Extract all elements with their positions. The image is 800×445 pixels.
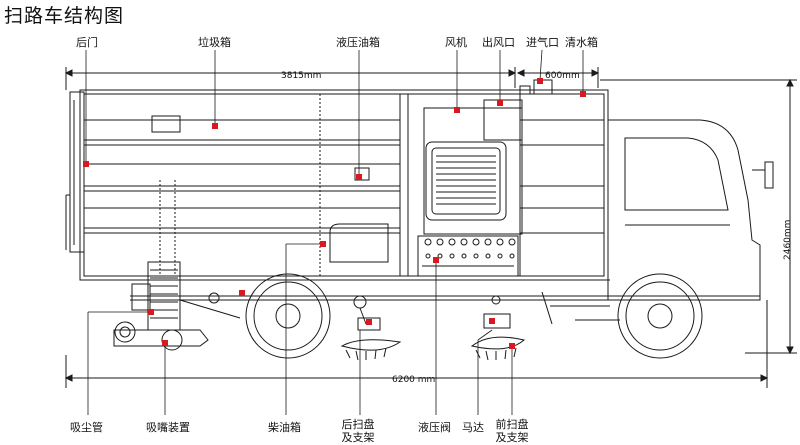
label-hydraulic-oil-tank: 液压油箱	[336, 36, 380, 49]
cab	[607, 119, 774, 301]
label-dust-suction-pipe: 吸尘管	[70, 421, 103, 434]
dimension-inlet-width: 600mm	[543, 71, 582, 81]
marker-air-outlet	[497, 100, 503, 106]
label-rear-brush-line1: 后扫盘	[341, 418, 375, 431]
label-rear-door: 后门	[76, 36, 98, 49]
marker-dust-suction-pipe	[148, 309, 154, 315]
label-front-brush-line1: 前扫盘	[495, 418, 529, 431]
label-clean-water-tank: 清水箱	[565, 36, 598, 49]
leader-lines	[85, 49, 584, 415]
label-air-inlet: 进气口	[526, 36, 559, 49]
label-diesel-tank: 柴油箱	[268, 421, 301, 434]
red-markers	[83, 78, 586, 349]
body-box	[65, 89, 609, 281]
front-brush-assembly	[470, 291, 553, 361]
label-motor: 马达	[462, 421, 484, 434]
marker-extra-1	[239, 290, 245, 296]
label-hydraulic-valve: 液压阀	[418, 421, 451, 434]
marker-hydraulic-oil-tank	[356, 174, 362, 180]
marker-garbage-box	[212, 123, 218, 129]
marker-rear-brush	[366, 319, 372, 325]
marker-motor	[489, 318, 495, 324]
marker-front-brush	[509, 343, 515, 349]
label-garbage-box: 垃圾箱	[198, 36, 231, 49]
chassis	[130, 279, 760, 321]
rear-wheel	[245, 273, 331, 359]
marker-clean-water-tank	[580, 91, 586, 97]
dimension-body-length: 3815mm	[279, 71, 324, 81]
label-front-brush-line2: 及支架	[495, 431, 529, 444]
marker-diesel-tank	[320, 241, 326, 247]
label-fan: 风机	[445, 36, 467, 49]
rear-brush-assembly	[340, 295, 402, 361]
valve-bank	[417, 235, 519, 277]
marker-fan	[454, 107, 460, 113]
label-front-brush: 前扫盘 及支架	[482, 418, 542, 444]
marker-suction-nozzle	[162, 340, 168, 346]
label-air-outlet: 出风口	[482, 36, 515, 49]
label-rear-brush: 后扫盘 及支架	[328, 418, 388, 444]
marker-rear-door	[83, 161, 89, 167]
marker-hydraulic-valve	[433, 257, 439, 263]
marker-air-inlet	[537, 78, 543, 84]
label-suction-nozzle: 吸嘴装置	[146, 421, 190, 434]
dimension-lines	[64, 67, 797, 388]
dimension-overall-length: 6200 mm	[390, 375, 438, 385]
page-title: 扫路车结构图	[4, 5, 125, 27]
suction-assembly	[113, 261, 241, 351]
fan-unit	[423, 79, 553, 235]
label-rear-brush-line2: 及支架	[341, 431, 375, 444]
front-wheel	[617, 273, 703, 359]
